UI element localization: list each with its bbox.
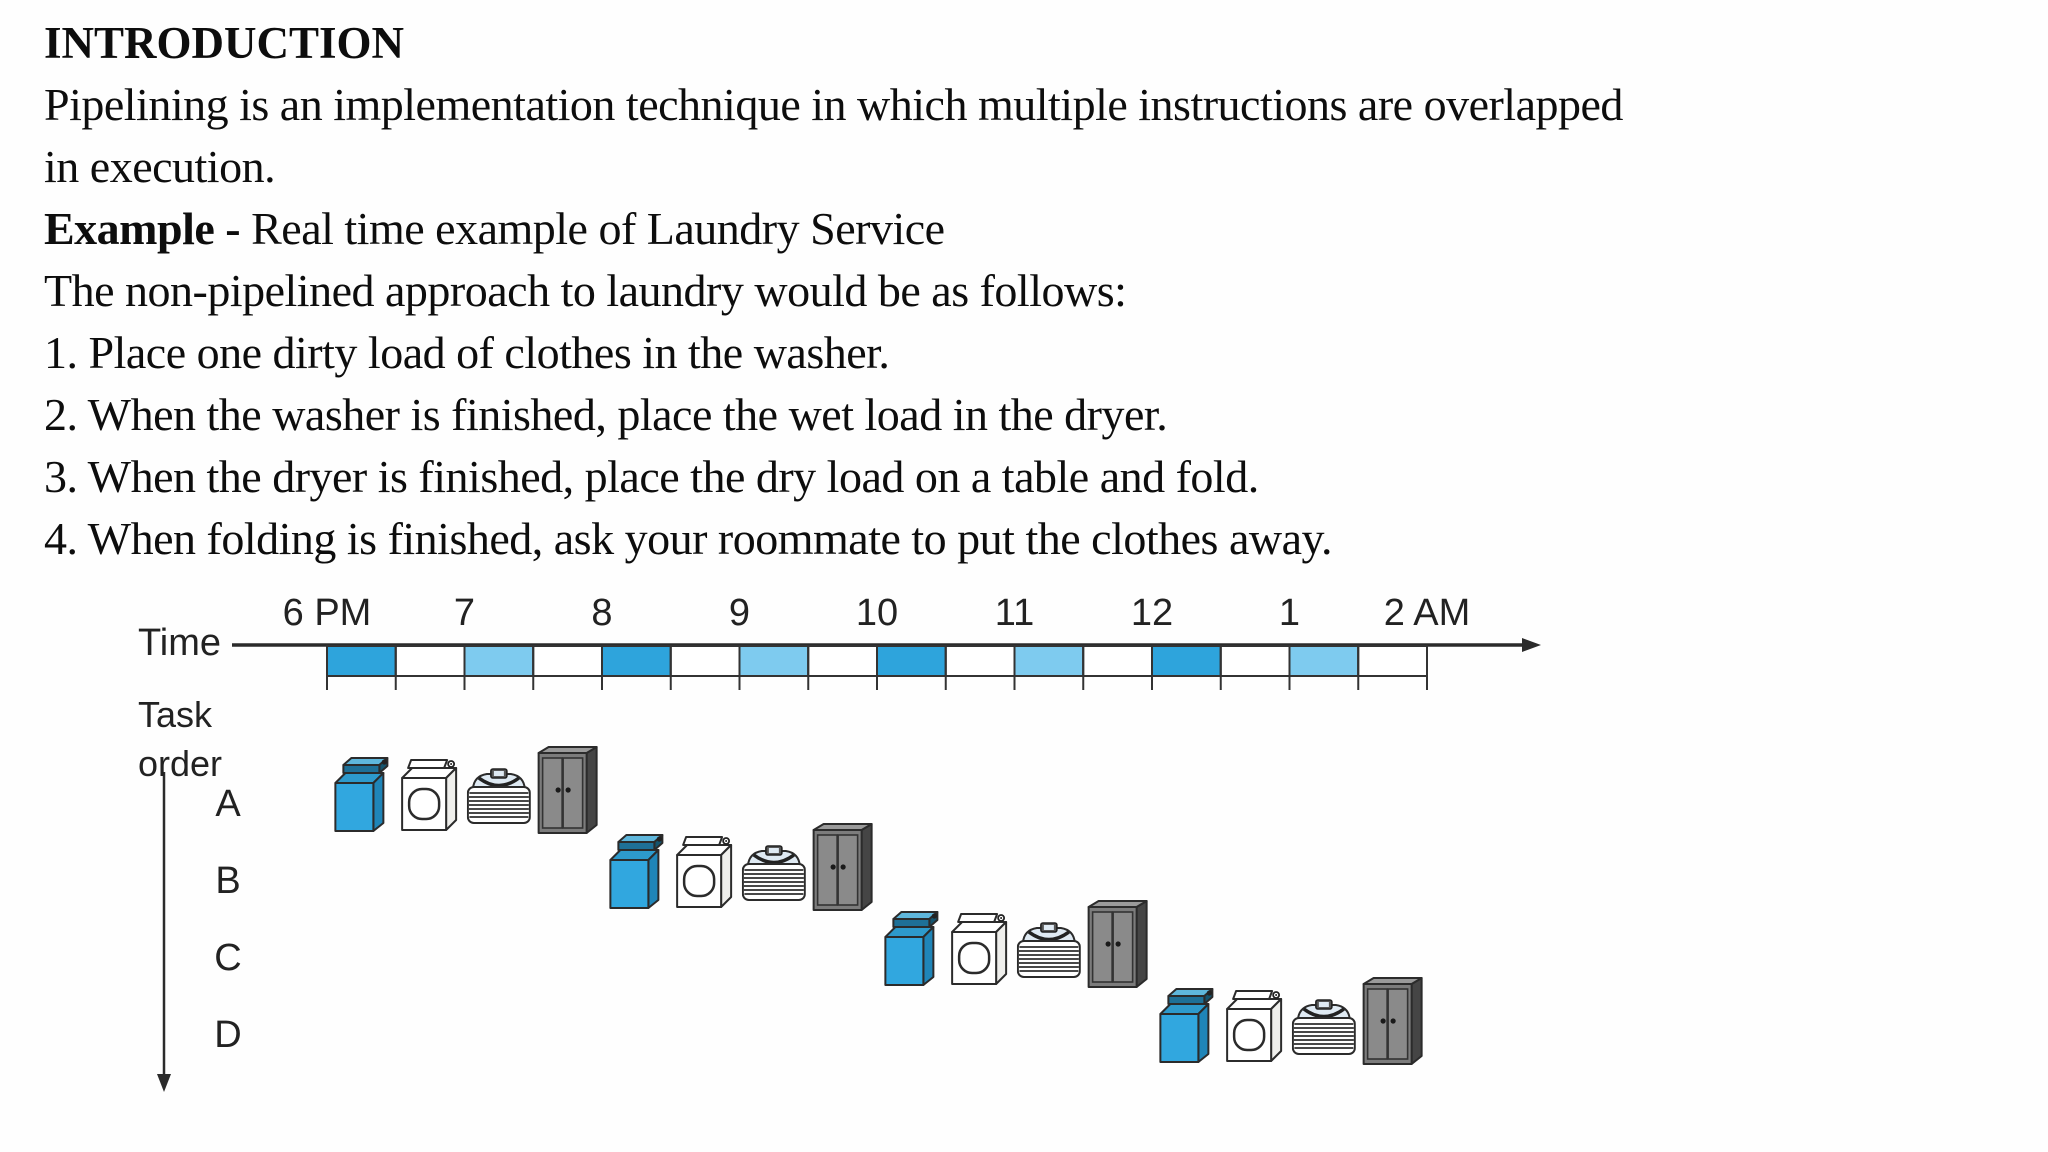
- folder-icon: [1291, 998, 1356, 1056]
- half-hour-cell: [738, 645, 810, 677]
- step-3: 3. When the dryer is finished, place the…: [44, 451, 1259, 502]
- task-letter-a: A: [215, 783, 241, 825]
- half-hour-cell: [876, 645, 947, 677]
- folder-icon: [466, 767, 531, 825]
- intro-text: INTRODUCTION Pipelining is an implementa…: [44, 12, 2024, 570]
- dryer-icon: [675, 835, 733, 909]
- task-letter-d: D: [214, 1014, 242, 1056]
- task-order-label-line2: order: [138, 743, 223, 784]
- time-axis-label: Time: [138, 622, 222, 664]
- washer-icon: [884, 911, 939, 986]
- example-line: Example - Real time example of Laundry S…: [44, 198, 2024, 260]
- hour-label-2-am: 2 AM: [1383, 592, 1471, 634]
- task-letter-b: B: [215, 860, 241, 902]
- half-hour-cell: [463, 645, 535, 677]
- half-hour-cell: [326, 645, 397, 677]
- task-order-label: Task order: [138, 690, 222, 788]
- half-hour-cell: [394, 645, 466, 677]
- step-2: 2. When the washer is finished, place th…: [44, 389, 1168, 440]
- storer-icon: [1087, 900, 1148, 988]
- storer-icon: [1362, 977, 1423, 1065]
- half-hour-cell: [1013, 645, 1085, 677]
- example-text: Real time example of Laundry Service: [240, 203, 945, 254]
- task-order-arrowhead: [157, 1074, 171, 1092]
- folder-icon: [1016, 921, 1081, 979]
- storer-icon: [537, 746, 598, 834]
- dryer-icon: [1225, 989, 1283, 1063]
- task-icons: [334, 746, 1423, 1065]
- task-order-axis: [157, 772, 171, 1092]
- washer-icon: [334, 757, 389, 832]
- task-order-label-line1: Task: [138, 694, 213, 735]
- hour-label-7: 7: [453, 592, 476, 634]
- step-1: 1. Place one dirty load of clothes in th…: [44, 327, 890, 378]
- half-hour-cell: [601, 645, 672, 677]
- half-hour-cell: [532, 645, 603, 677]
- intro-line-2: in execution.: [44, 141, 276, 192]
- hour-label-9: 9: [728, 592, 751, 634]
- hour-label-12: 12: [1130, 592, 1174, 634]
- time-axis-arrowhead: [1522, 638, 1541, 652]
- washer-icon: [1159, 988, 1214, 1063]
- timeline-strip: [326, 645, 1428, 690]
- storer-icon: [812, 823, 873, 911]
- example-label: Example -: [44, 203, 241, 254]
- half-hour-cell: [1357, 645, 1428, 677]
- intro-heading: INTRODUCTION: [44, 18, 405, 68]
- half-hour-cell: [944, 645, 1016, 677]
- hour-label-11: 11: [994, 592, 1035, 634]
- dryer-icon: [950, 912, 1008, 986]
- hour-label-8: 8: [591, 592, 613, 634]
- hour-label-6-pm: 6 PM: [282, 592, 372, 634]
- task-letter-c: C: [214, 937, 242, 979]
- dryer-icon: [400, 758, 458, 832]
- hour-label-10: 10: [855, 592, 899, 634]
- half-hour-cell: [1219, 645, 1291, 677]
- step-4: 4. When folding is finished, ask your ro…: [44, 513, 1333, 564]
- half-hour-cell: [669, 645, 741, 677]
- half-hour-cell: [1288, 645, 1360, 677]
- washer-icon: [609, 834, 664, 909]
- half-hour-cell: [807, 645, 878, 677]
- folder-icon: [741, 844, 806, 902]
- approach-line: The non-pipelined approach to laundry wo…: [44, 265, 1127, 316]
- hour-label-1: 1: [1278, 592, 1301, 634]
- intro-line-1: Pipelining is an implementation techniqu…: [44, 79, 1623, 130]
- half-hour-cell: [1082, 645, 1153, 677]
- half-hour-cell: [1151, 645, 1222, 677]
